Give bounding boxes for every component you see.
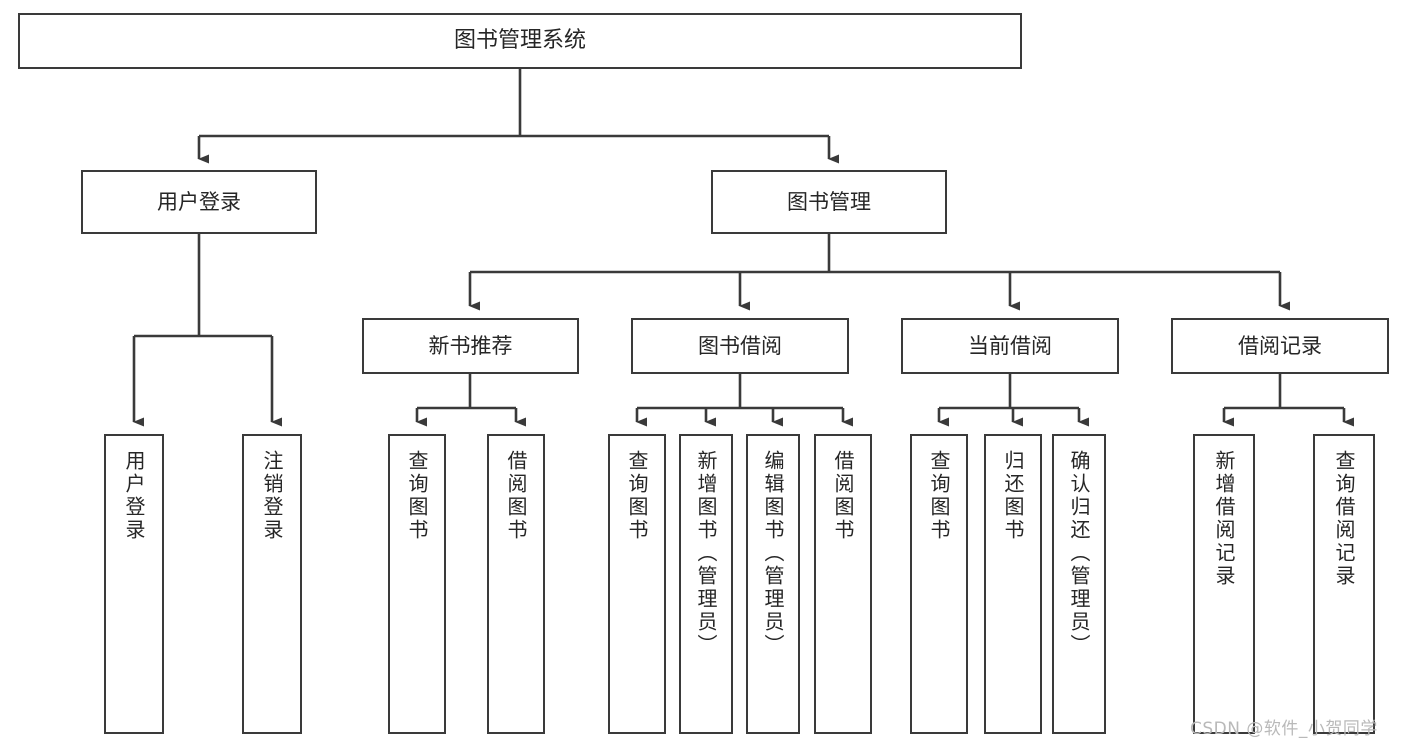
node-label: 图书借阅 bbox=[698, 333, 782, 358]
node-leaf-edit-book[interactable]: 编辑图书（管理员） bbox=[746, 434, 800, 734]
node-leaf-add-record[interactable]: 新增借阅记录 bbox=[1193, 434, 1255, 734]
node-book-management[interactable]: 图书管理 bbox=[711, 170, 947, 234]
node-leaf-query-record[interactable]: 查询借阅记录 bbox=[1313, 434, 1375, 734]
node-leaf-borrow-book-2[interactable]: 借阅图书 bbox=[814, 434, 872, 734]
node-user-login[interactable]: 用户登录 bbox=[81, 170, 317, 234]
node-new-book-recommend[interactable]: 新书推荐 bbox=[362, 318, 579, 374]
node-label: 借阅记录 bbox=[1238, 333, 1322, 358]
node-label: 借阅图书 bbox=[504, 450, 528, 542]
node-label: 确认归还（管理员） bbox=[1067, 450, 1091, 657]
node-leaf-confirm-return[interactable]: 确认归还（管理员） bbox=[1052, 434, 1106, 734]
node-leaf-user-login[interactable]: 用户登录 bbox=[104, 434, 164, 734]
node-borrow-record[interactable]: 借阅记录 bbox=[1171, 318, 1389, 374]
node-label: 用户登录 bbox=[157, 189, 241, 214]
node-label: 借阅图书 bbox=[831, 450, 855, 542]
node-label: 查询图书 bbox=[625, 450, 649, 542]
node-leaf-return-book[interactable]: 归还图书 bbox=[984, 434, 1042, 734]
node-label: 编辑图书（管理员） bbox=[761, 450, 785, 657]
node-label: 当前借阅 bbox=[968, 333, 1052, 358]
node-leaf-user-logout[interactable]: 注销登录 bbox=[242, 434, 302, 734]
node-label: 新增借阅记录 bbox=[1212, 450, 1236, 588]
node-label: 查询借阅记录 bbox=[1332, 450, 1356, 588]
node-root[interactable]: 图书管理系统 bbox=[18, 13, 1022, 69]
watermark-text: CSDN @软件_小贺同学 bbox=[1190, 719, 1378, 739]
node-label: 查询图书 bbox=[927, 450, 951, 542]
node-book-borrow[interactable]: 图书借阅 bbox=[631, 318, 849, 374]
node-label: 用户登录 bbox=[122, 450, 146, 542]
node-label: 新书推荐 bbox=[428, 333, 513, 358]
node-label: 图书管理系统 bbox=[453, 28, 586, 54]
node-leaf-add-book[interactable]: 新增图书（管理员） bbox=[679, 434, 733, 734]
node-current-borrow[interactable]: 当前借阅 bbox=[901, 318, 1119, 374]
node-leaf-query-book-1[interactable]: 查询图书 bbox=[388, 434, 446, 734]
node-leaf-query-book-3[interactable]: 查询图书 bbox=[910, 434, 968, 734]
node-label: 注销登录 bbox=[260, 450, 284, 542]
node-leaf-borrow-book-1[interactable]: 借阅图书 bbox=[487, 434, 545, 734]
node-label: 图书管理 bbox=[787, 189, 871, 214]
node-label: 归还图书 bbox=[1001, 450, 1025, 542]
node-leaf-query-book-2[interactable]: 查询图书 bbox=[608, 434, 666, 734]
node-label: 新增图书（管理员） bbox=[694, 450, 718, 657]
node-label: 查询图书 bbox=[405, 450, 429, 542]
